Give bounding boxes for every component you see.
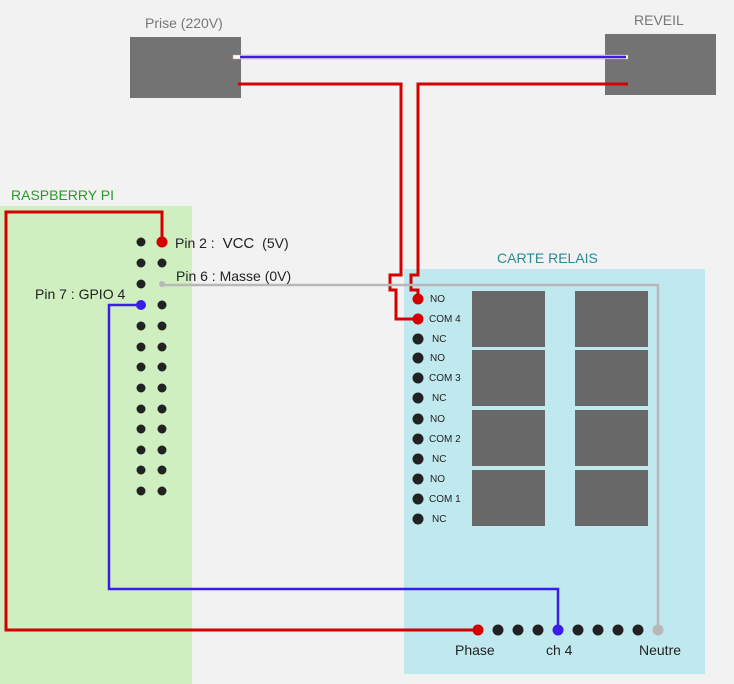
vcc-wire	[4, 210, 478, 632]
pin2-label: Pin 2 : VCC (5V)	[175, 235, 289, 252]
ground-wire	[162, 283, 660, 630]
relay1-com: COM 1	[429, 494, 461, 505]
relay4-com: COM 4	[429, 314, 461, 325]
relay-block	[472, 470, 545, 526]
relay-block	[575, 410, 648, 466]
relay3-nc: NC	[432, 393, 447, 404]
gpio-pin	[157, 404, 167, 414]
relay-terminal	[412, 513, 424, 525]
relay-terminal	[412, 473, 424, 485]
relay-terminal	[412, 413, 424, 425]
input-terminal	[592, 624, 604, 636]
input-terminal	[652, 624, 664, 636]
phase-terminal-label: Phase	[455, 642, 495, 658]
relay-block	[472, 291, 545, 347]
gpio-pin	[136, 237, 146, 247]
channel-terminal-label: ch 4	[546, 642, 573, 658]
relay-block	[575, 291, 648, 347]
gpio-pin	[157, 445, 167, 455]
input-terminal	[632, 624, 644, 636]
pin2-prefix: Pin 2 :	[175, 235, 215, 251]
gpio-pin	[157, 321, 167, 331]
gpio-wire	[107, 303, 560, 630]
gpio-pin	[157, 424, 167, 434]
phase-wire-prise-com4	[238, 82, 418, 321]
pin6-label: Pin 6 : Masse (0V)	[176, 268, 292, 284]
gpio-pin	[136, 465, 146, 475]
relay3-com: COM 3	[429, 373, 461, 384]
relay-terminal	[412, 392, 424, 404]
input-terminal	[572, 624, 584, 636]
relay3-no: NO	[430, 353, 445, 364]
gpio-pin	[136, 445, 146, 455]
gpio-pin	[157, 362, 167, 372]
relay-board	[404, 269, 705, 674]
gpio-pin	[136, 404, 146, 414]
relay-block	[472, 410, 545, 466]
relay-terminal	[412, 293, 424, 305]
relay2-com: COM 2	[429, 434, 461, 445]
pin2-vcc: VCC	[222, 235, 255, 252]
gpio-pin	[157, 258, 167, 268]
neutral-terminal-label: Neutre	[639, 642, 682, 658]
relay-terminal	[412, 372, 424, 384]
gpio-pin	[136, 342, 146, 352]
phase-wire-reveil-no	[409, 82, 628, 299]
reveil-label: REVEIL	[634, 12, 684, 28]
relay2-nc: NC	[432, 454, 447, 465]
relay-block	[575, 350, 648, 406]
relay-terminal	[412, 313, 424, 325]
gpio-pin	[136, 486, 146, 496]
gpio-pin	[136, 383, 146, 393]
input-terminal	[472, 624, 484, 636]
gpio-pin	[136, 424, 146, 434]
gpio-pin	[156, 236, 168, 248]
relay1-nc: NC	[432, 514, 447, 525]
gpio-pin	[136, 362, 146, 372]
gpio-pin	[157, 465, 167, 475]
relay-terminal	[412, 433, 424, 445]
relay-terminal	[412, 493, 424, 505]
relay-terminal	[412, 453, 424, 465]
pin7-label: Pin 7 : GPIO 4	[35, 286, 126, 302]
gpio-pin	[136, 321, 146, 331]
prise-box	[130, 37, 241, 98]
relay4-nc: NC	[432, 334, 447, 345]
relay-board-title: CARTE RELAIS	[497, 250, 598, 266]
relay1-no: NO	[430, 474, 445, 485]
relay-terminal	[412, 333, 424, 345]
input-terminal	[512, 624, 524, 636]
gpio-pin	[157, 383, 167, 393]
relay-block	[472, 350, 545, 406]
input-terminal	[492, 624, 504, 636]
pin2-voltage: (5V)	[262, 235, 289, 251]
gpio-pin	[157, 342, 167, 352]
gpio-pin	[136, 258, 146, 268]
prise-label: Prise (220V)	[145, 15, 223, 31]
relay-block	[575, 470, 648, 526]
relay-terminal	[412, 352, 424, 364]
gpio-pin	[157, 486, 167, 496]
gpio-pin	[157, 300, 167, 310]
gpio-pin	[136, 279, 146, 289]
input-terminal	[532, 624, 544, 636]
relay2-no: NO	[430, 414, 445, 425]
raspberry-title: RASPBERRY PI	[11, 187, 114, 203]
input-terminal	[612, 624, 624, 636]
gpio-pin	[136, 300, 146, 310]
gpio-pin	[159, 281, 165, 287]
input-terminal	[552, 624, 564, 636]
relay4-no: NO	[430, 294, 445, 305]
